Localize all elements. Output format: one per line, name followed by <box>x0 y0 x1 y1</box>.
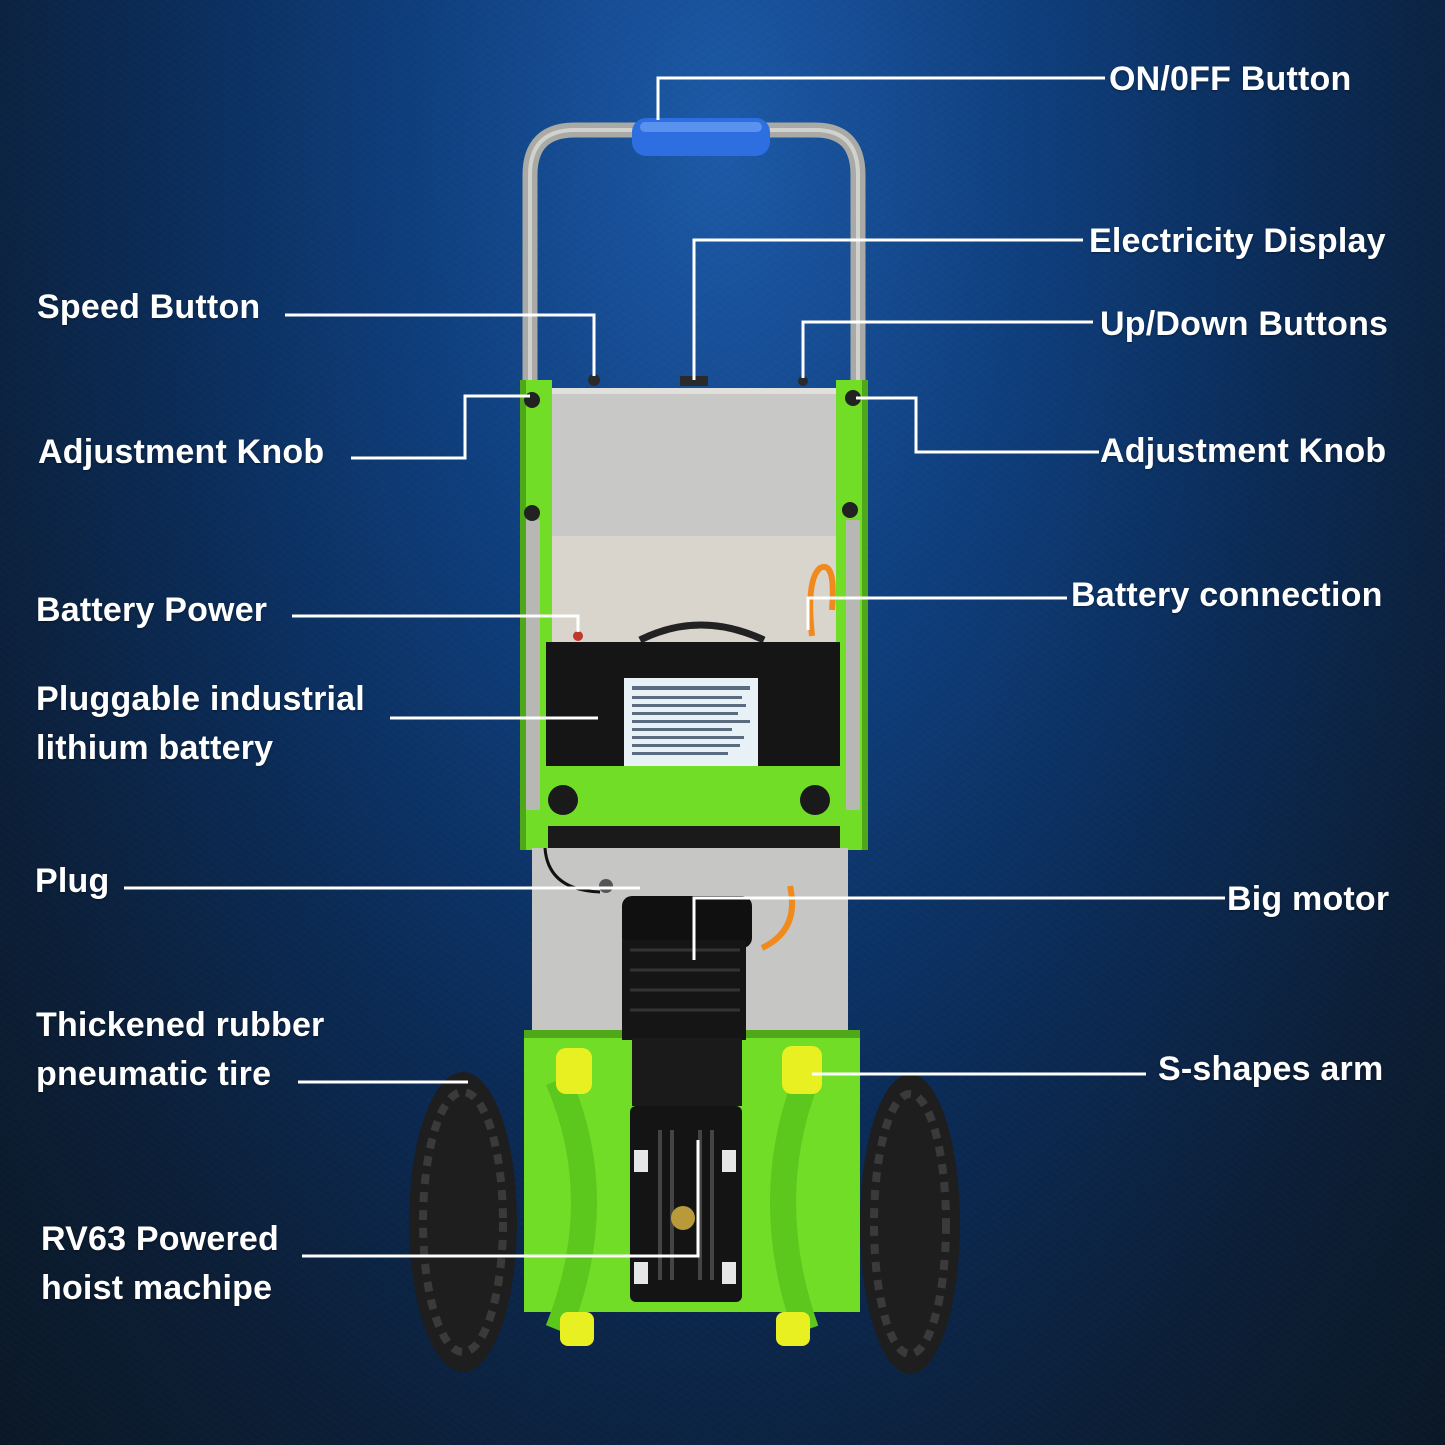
label-battery-connection: Battery connection <box>1071 576 1383 614</box>
big-motor-head <box>622 896 752 948</box>
leader-on-off <box>656 76 1105 120</box>
battery-handle <box>638 621 766 644</box>
label-s-shapes-arm: S-shapes arm <box>1158 1050 1384 1088</box>
control-panel <box>552 388 836 536</box>
label-pluggable-battery-line2: lithium battery <box>36 729 274 767</box>
left-s-shapes-arm <box>545 1074 597 1335</box>
label-thickened-tire-line2: pneumatic tire <box>36 1055 272 1093</box>
leader-up-down <box>801 320 1093 378</box>
leader-battery-connection <box>806 596 1067 630</box>
leader-rv63 <box>302 1140 700 1258</box>
adjustment-knob-left-bottom <box>524 505 540 521</box>
label-up-down-buttons: Up/Down Buttons <box>1100 305 1389 343</box>
leader-electricity-display <box>692 238 1083 380</box>
label-plug: Plug <box>35 862 110 900</box>
left-yellow-roller <box>556 1048 592 1094</box>
label-adjustment-knob-right: Adjustment Knob <box>1100 432 1387 470</box>
label-big-motor: Big motor <box>1227 880 1390 918</box>
label-pluggable-battery-line1: Pluggable industrial <box>36 680 365 718</box>
label-on-off-button: ON/0FF Button <box>1109 60 1352 98</box>
battery-sticker <box>624 678 758 770</box>
label-thickened-tire-line1: Thickened rubber <box>36 1006 325 1044</box>
label-pluggable-battery: Pluggable industrial lithium battery <box>36 675 365 773</box>
leader-big-motor <box>692 896 1225 960</box>
adjustment-knob-right-top <box>845 390 861 406</box>
label-electricity-display: Electricity Display <box>1089 222 1386 260</box>
electricity-display <box>680 376 708 386</box>
adjustment-knob-left-top <box>524 392 540 408</box>
label-rv63-line1: RV63 Powered <box>41 1220 279 1258</box>
right-s-shapes-arm <box>770 1075 819 1335</box>
speed-button <box>588 374 600 386</box>
label-battery-power: Battery Power <box>36 591 268 629</box>
leader-battery-power <box>292 614 580 632</box>
battery-cradle <box>540 766 846 826</box>
up-down-buttons <box>798 376 808 386</box>
label-rv63-hoist: RV63 Powered hoist machipe <box>41 1215 279 1313</box>
label-speed-button: Speed Button <box>37 288 261 326</box>
left-pneumatic-tire <box>409 1072 517 1372</box>
right-pneumatic-tire <box>860 1074 960 1374</box>
leader-adjustment-knob-left <box>351 394 530 460</box>
label-rv63-line2: hoist machipe <box>41 1269 273 1307</box>
leader-speed-button <box>285 313 596 376</box>
adjustment-knob-right-bottom <box>842 502 858 518</box>
orange-cable <box>807 563 836 637</box>
label-thickened-tire: Thickened rubber pneumatic tire <box>36 1001 324 1099</box>
label-adjustment-knob-left: Adjustment Knob <box>38 433 325 471</box>
leader-adjustment-knob-right <box>856 396 1099 454</box>
right-yellow-roller <box>782 1046 822 1094</box>
